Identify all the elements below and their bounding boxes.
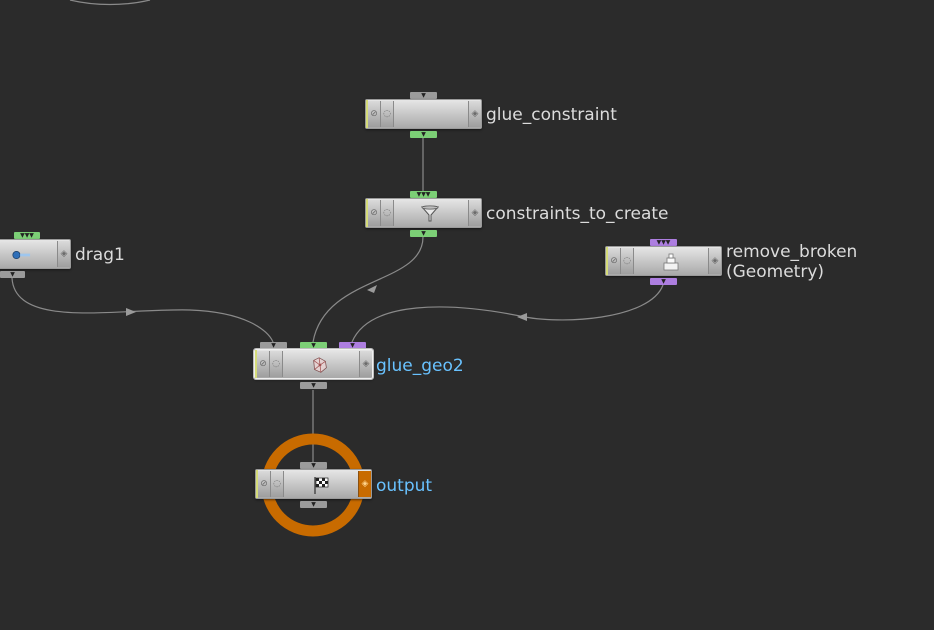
wire-constraints-to-glue-geo2 xyxy=(312,236,424,343)
glue-geo2-input-1[interactable]: ▼ xyxy=(260,342,287,349)
node-label-constraints-to-create[interactable]: constraints_to_create xyxy=(486,204,669,224)
lock-icon: ◌ xyxy=(272,359,280,369)
bypass-icon: ⊘ xyxy=(260,479,268,489)
node-glue-constraint[interactable]: ⊘ ◌ ◈ xyxy=(365,99,482,129)
bypass-flag xyxy=(366,100,368,128)
drag1-output[interactable]: ▼ xyxy=(0,271,25,278)
display-icon: ◈ xyxy=(60,249,68,259)
node-output[interactable]: ⊘ ◌ ◈ xyxy=(255,469,372,499)
glue-geo2-output[interactable]: ▼ xyxy=(300,382,327,389)
bypass-flag-button[interactable]: ⊘ xyxy=(608,248,621,274)
node-glue-geo2[interactable]: ⊘ ◌ ◈ xyxy=(254,349,373,379)
blank-icon xyxy=(421,105,441,125)
display-icon: ◈ xyxy=(471,109,479,119)
bypass-flag-button[interactable]: ⊘ xyxy=(257,351,270,377)
lock-icon: ◌ xyxy=(623,256,631,266)
wire-remove-broken-to-glue-geo2 xyxy=(351,284,664,343)
display-flag-button[interactable]: ◈ xyxy=(359,351,372,377)
node-constraints-to-create[interactable]: ⊘ ◌ ◈ xyxy=(365,198,482,228)
display-icon: ◈ xyxy=(471,208,479,218)
node-body[interactable] xyxy=(1,241,57,267)
checkered-flag-icon xyxy=(311,475,331,495)
node-body[interactable] xyxy=(283,351,359,377)
lock-icon: ◌ xyxy=(383,208,391,218)
node-label-drag1[interactable]: drag1 xyxy=(75,245,125,265)
glue-geo2-input-3[interactable]: ▼ xyxy=(339,342,366,349)
node-body[interactable] xyxy=(284,471,358,497)
lock-flag-button[interactable]: ◌ xyxy=(381,200,394,226)
glue-constraint-output[interactable]: ▼ xyxy=(410,131,437,138)
bypass-flag xyxy=(255,350,257,378)
node-body[interactable] xyxy=(634,248,708,274)
drag-icon xyxy=(11,245,31,265)
display-flag-button[interactable]: ◈ xyxy=(468,200,481,226)
node-remove-broken[interactable]: ⊘ ◌ ◈ xyxy=(605,246,722,276)
drag1-input[interactable]: ▼▼▼ xyxy=(14,232,40,239)
node-subtitle-remove-broken: (Geometry) xyxy=(726,262,825,282)
node-drag1[interactable]: ◈ xyxy=(0,239,71,269)
display-icon: ◈ xyxy=(361,479,369,489)
display-flag-button[interactable]: ◈ xyxy=(468,101,481,127)
glue-geo2-input-2[interactable]: ▼ xyxy=(300,342,327,349)
bypass-icon: ⊘ xyxy=(259,359,267,369)
node-label-glue-geo2[interactable]: glue_geo2 xyxy=(376,356,464,376)
lock-icon: ◌ xyxy=(273,479,281,489)
lock-flag-button[interactable]: ◌ xyxy=(270,351,283,377)
display-icon: ◈ xyxy=(362,359,370,369)
remove-broken-input[interactable]: ▼▼▼ xyxy=(650,239,677,246)
glue-fracture-icon xyxy=(310,355,330,375)
display-icon: ◈ xyxy=(711,256,719,266)
bypass-flag-button[interactable]: ⊘ xyxy=(368,200,381,226)
lock-flag-button[interactable]: ◌ xyxy=(621,248,634,274)
bypass-icon: ⊘ xyxy=(610,256,618,266)
bypass-flag-button[interactable]: ⊘ xyxy=(258,471,271,497)
remove-broken-output[interactable]: ▼ xyxy=(650,278,677,285)
display-flag-button[interactable]: ◈ xyxy=(57,241,70,267)
constraints-to-create-output[interactable]: ▼ xyxy=(410,230,437,237)
wire-arrow xyxy=(517,313,527,321)
display-flag-button[interactable]: ◈ xyxy=(358,471,371,497)
node-body[interactable] xyxy=(394,101,468,127)
sop-blast-icon xyxy=(661,252,681,272)
lock-flag-button[interactable]: ◌ xyxy=(271,471,284,497)
output-output[interactable]: ▼ xyxy=(300,501,327,508)
display-flag-button[interactable]: ◈ xyxy=(708,248,721,274)
wire-drag1-to-glue-geo2 xyxy=(11,277,274,343)
bypass-icon: ⊘ xyxy=(370,109,378,119)
node-label-remove-broken[interactable]: remove_broken xyxy=(726,242,858,262)
bypass-flag xyxy=(256,470,258,498)
lock-icon: ◌ xyxy=(383,109,391,119)
lock-flag-button[interactable]: ◌ xyxy=(381,101,394,127)
output-input[interactable]: ▼ xyxy=(300,462,327,469)
node-body[interactable] xyxy=(394,200,468,226)
constraints-to-create-input[interactable]: ▼▼▼ xyxy=(410,191,437,198)
glue-constraint-input[interactable]: ▼ xyxy=(410,92,437,99)
bypass-icon: ⊘ xyxy=(370,208,378,218)
wire-arrow xyxy=(367,285,377,293)
funnel-icon xyxy=(420,204,440,224)
wire-arrow xyxy=(126,308,136,316)
bypass-flag-button[interactable]: ⊘ xyxy=(368,101,381,127)
bypass-flag xyxy=(366,199,368,227)
node-label-output[interactable]: output xyxy=(376,476,433,496)
bypass-flag xyxy=(606,247,608,275)
node-label-glue-constraint[interactable]: glue_constraint xyxy=(486,105,617,125)
wire-offscreen xyxy=(69,0,151,6)
